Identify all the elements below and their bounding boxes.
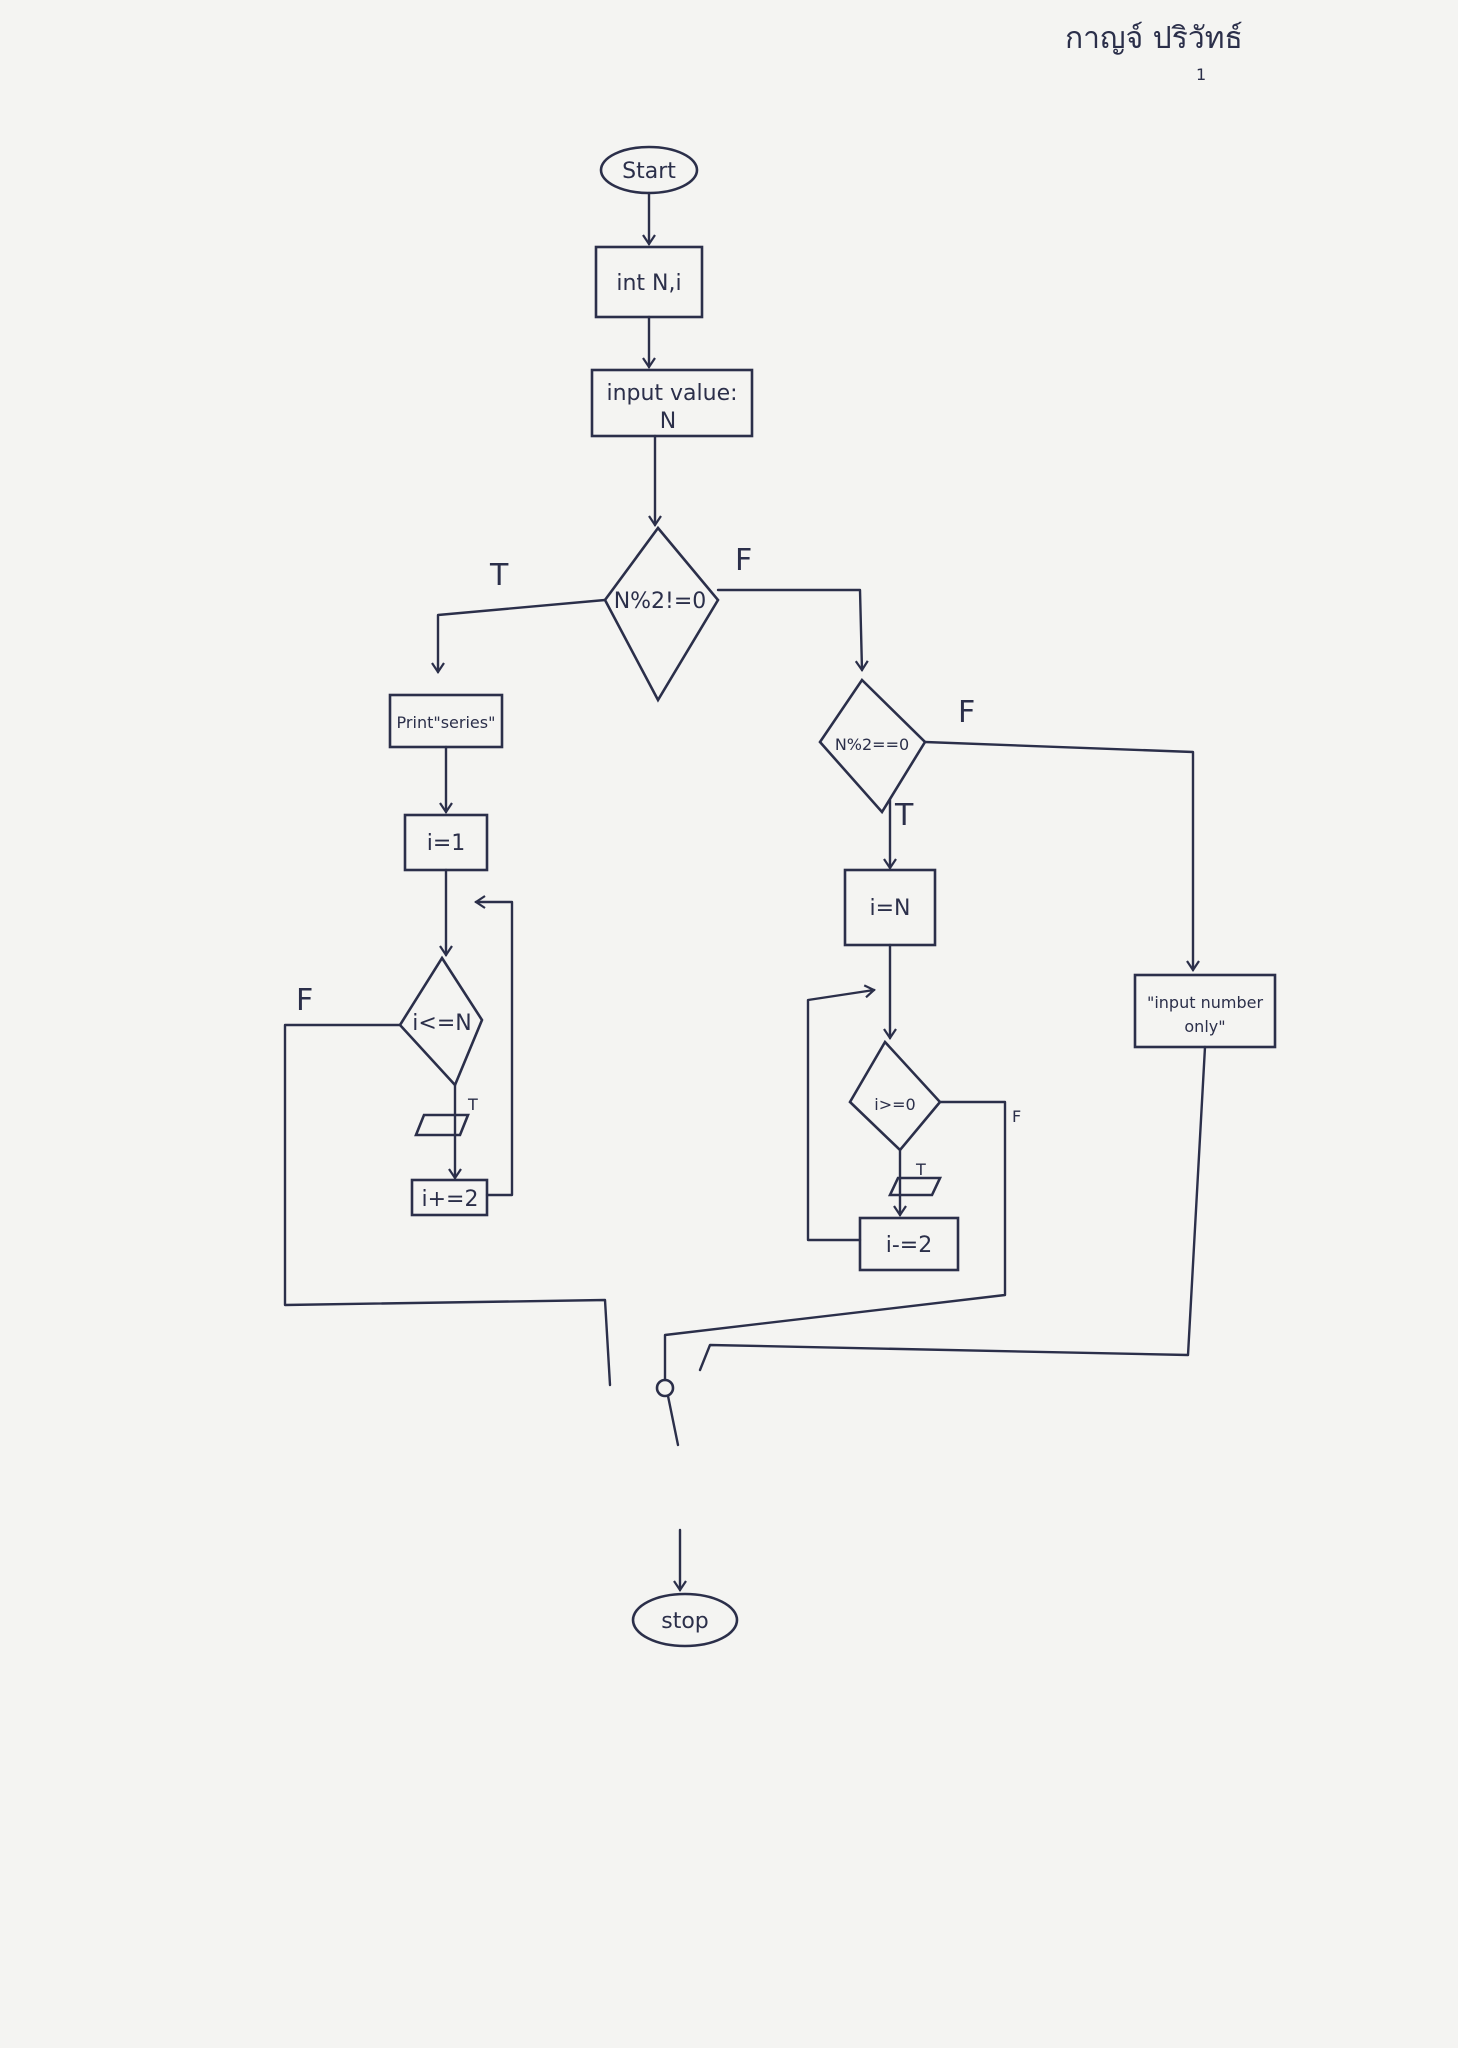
label-odd-false: F <box>735 543 752 578</box>
label-loop-odd-false: F <box>296 983 313 1018</box>
edge-odd-true <box>431 598 607 674</box>
decision-odd <box>603 525 720 703</box>
declare-label: int N,i <box>616 271 681 296</box>
input-value-var: N <box>660 409 676 434</box>
input-value-process <box>590 368 754 438</box>
decision-even-label: N%2==0 <box>835 735 909 754</box>
author-name: กาญจ์ ปริวัทธ์ <box>1065 21 1243 56</box>
edge-loop-even-false <box>663 1100 1007 1382</box>
loop-even-label: i>=0 <box>874 1095 915 1114</box>
start-label: Start <box>622 159 676 184</box>
edge-even-false <box>923 740 1200 972</box>
label-even-false: F <box>958 695 975 730</box>
merge-connector <box>655 1378 675 1398</box>
label-odd-true: T <box>489 558 509 593</box>
decision-even <box>818 677 927 815</box>
edge-merge-down <box>666 1394 680 1447</box>
input-number-only-label-2: only" <box>1184 1017 1225 1036</box>
inc-i-label: i+=2 <box>422 1187 479 1212</box>
print-series-label: Print"series" <box>397 713 496 732</box>
stop-label: stop <box>661 1609 709 1634</box>
dec-i-label: i-=2 <box>886 1233 932 1258</box>
print-i-odd-output <box>414 1113 470 1137</box>
label-loop-odd-true: T <box>467 1095 478 1114</box>
edge-loop-odd-false <box>283 1023 612 1387</box>
label-even-true: T <box>894 798 914 833</box>
label-loop-even-true: T <box>915 1160 926 1179</box>
inc-i-process <box>410 1178 489 1217</box>
init-i-n-label: i=N <box>869 896 910 921</box>
print-i-even-output <box>887 1176 943 1197</box>
input-value-label: input value: <box>606 381 737 406</box>
dec-i-process <box>858 1216 960 1272</box>
stop-terminal <box>631 1592 739 1648</box>
input-number-only-label-1: "input number <box>1147 993 1263 1012</box>
edge-inc-back <box>474 895 514 1197</box>
decision-odd-label: N%2!=0 <box>614 589 707 614</box>
label-loop-even-false: F <box>1012 1107 1021 1126</box>
edge-dec-back <box>806 984 876 1242</box>
init-i-one-label: i=1 <box>427 831 466 856</box>
loop-odd-label: i<=N <box>412 1011 471 1036</box>
edge-number-only-merge <box>698 1045 1207 1372</box>
edge-odd-false <box>716 588 869 672</box>
page-number: 1 <box>1196 65 1206 84</box>
